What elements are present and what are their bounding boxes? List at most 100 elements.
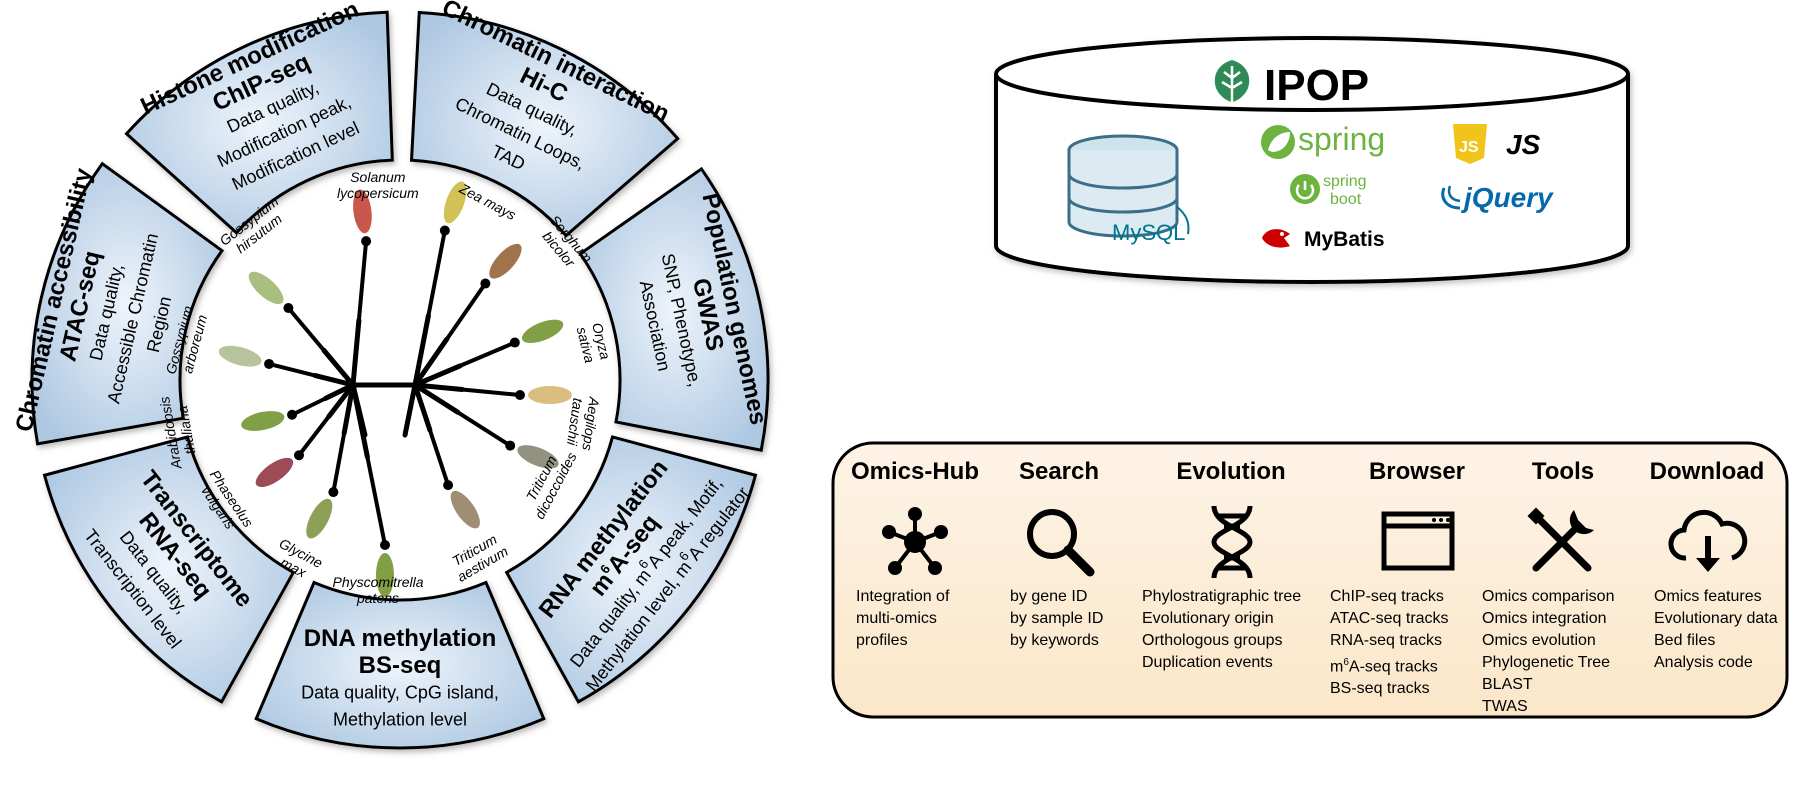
module-download-list: Omics features Evolutionary data Bed fil… [1654, 586, 1778, 674]
phylogenetic-tree [218, 181, 572, 597]
tree-branch [412, 382, 461, 415]
modules-panel-background [831, 441, 1789, 719]
tree-branch [455, 410, 513, 448]
tree-branch [331, 431, 347, 495]
jquery-swirl-icon [1441, 185, 1461, 210]
plant-image-icon [376, 553, 394, 597]
tree-branch [444, 281, 488, 342]
module-search-title[interactable]: Search [1018, 458, 1100, 485]
plant-image-icon [218, 345, 262, 367]
mysql-logo-text: MySQL [1112, 220, 1185, 245]
list-item: Orthologous groups [1142, 632, 1283, 649]
module-download-title[interactable]: Download [1649, 458, 1765, 485]
tree-leaf-node [505, 440, 516, 451]
list-item: Phylogenetic Tree [1482, 654, 1611, 671]
module-evolution-list: Phylostratigraphic tree Evolutionary ori… [1142, 586, 1301, 674]
sector-shape [504, 435, 758, 704]
jquery-logo-text: jQuery [1460, 182, 1554, 213]
tree-leaf-node [509, 337, 520, 348]
tree-leaf-node [439, 225, 450, 236]
species-label: Triticumaestivum [446, 529, 511, 585]
module-tools-title[interactable]: Tools [1531, 458, 1595, 485]
tree-branch [341, 382, 356, 436]
list-item: by gene ID [1010, 588, 1088, 605]
tree-branch [350, 382, 368, 438]
list-item: by keywords [1010, 632, 1099, 649]
species-label: Sorghumbicolor [535, 212, 596, 276]
sector-title: DNA methylation [304, 625, 496, 652]
tree-branch [427, 428, 451, 488]
cloud-download-icon [1668, 509, 1748, 572]
species-label: Oryzasativa [574, 321, 614, 365]
tree-branch [412, 382, 465, 392]
tree-branch [457, 340, 517, 368]
spring-boot-text-2: boot [1330, 191, 1362, 208]
js-logo-text: JS [1506, 129, 1541, 160]
dna-icon [1211, 505, 1253, 579]
list-item: BS-seq tracks [1330, 680, 1430, 698]
spring-leaf-icon [1261, 125, 1295, 159]
list-item: Bed files [1654, 632, 1716, 649]
list-item: Omics evolution [1482, 632, 1596, 649]
tree-branch [267, 361, 318, 378]
ipop-leaf-icon [1214, 60, 1250, 106]
sector-shape [30, 161, 225, 446]
list-item: Integration of [856, 588, 950, 605]
plant-image-icon [517, 445, 559, 469]
sector-shape [254, 580, 546, 750]
tree-branch [290, 396, 328, 417]
list-item: Analysis code [1654, 654, 1753, 671]
spring-boot-icon [1290, 174, 1320, 204]
tree-branch [312, 373, 356, 388]
module-browser-list: ChIP-seq tracks ATAC-seq tracks RNA-seq … [1330, 586, 1449, 700]
tree-leaf-node [515, 390, 525, 400]
tree-branch [426, 228, 447, 318]
list-item: BLAST [1482, 676, 1533, 693]
list-item: ATAC-seq tracks [1330, 610, 1449, 627]
tree-branch [412, 363, 463, 388]
list-item: Evolutionary data [1654, 610, 1778, 627]
list-item: ChIP-seq tracks [1330, 588, 1444, 605]
sector-detail: Methylation level [333, 709, 467, 729]
spring-logo-text: spring [1298, 121, 1385, 157]
sector-detail: Data quality, CpG island, [301, 682, 499, 702]
list-item: Omics comparison [1482, 588, 1615, 605]
tree-leaf-node [443, 480, 454, 491]
mysql-database-icon [1067, 134, 1179, 238]
plant-image-icon [306, 498, 333, 539]
mysql-dolphin-icon [1175, 205, 1190, 235]
tree-leaf-node [293, 450, 304, 461]
js-badge-text: JS [1459, 139, 1479, 156]
tree-branch [286, 306, 326, 353]
network-icon [882, 507, 948, 575]
tree-branch [412, 382, 433, 433]
modules-panel: Omics-Hub Integration of multi-omics pro… [830, 440, 1790, 720]
tree-branch [350, 317, 362, 388]
sector-shape [42, 435, 296, 704]
sector-shape [409, 10, 680, 238]
module-evolution-title[interactable]: Evolution [1176, 458, 1286, 485]
list-item: Duplication events [1142, 654, 1273, 671]
module-omics-hub-title[interactable]: Omics-Hub [850, 458, 979, 485]
tree-branch [402, 382, 418, 438]
tree-branch [356, 239, 369, 323]
tree-branch [323, 382, 356, 401]
magnifier-icon [1027, 509, 1095, 577]
list-item: Phylostratigraphic tree [1142, 588, 1302, 605]
list-item: RNA-seq tracks [1330, 632, 1443, 649]
list-item: TWAS [1482, 698, 1528, 715]
module-browser-title[interactable]: Browser [1368, 458, 1466, 485]
list-item: Omics integration [1482, 610, 1607, 627]
tree-branch [412, 336, 450, 388]
list-item: Omics features [1654, 588, 1762, 605]
plant-image-icon [521, 319, 564, 344]
mybatis-logo-text: MyBatis [1304, 228, 1385, 251]
module-omics-hub-list: Integration of multi-omics profiles [856, 586, 949, 652]
